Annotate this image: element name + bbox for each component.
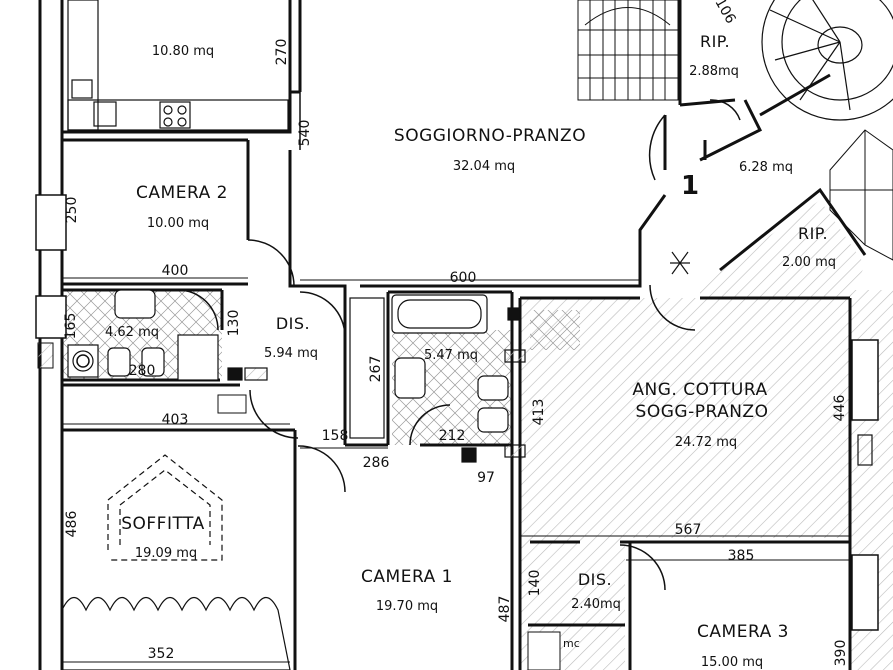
walls [38,0,867,670]
skylight [829,129,893,261]
bath-center-fixtures [349,294,873,466]
spiral-stair [761,0,893,121]
room-name-camera1: CAMERA 1 [361,567,453,587]
windows [35,194,879,631]
room-name-ang-cottura-1: ANG. COTTURA [632,380,768,400]
dim-540: 540 [297,119,313,147]
room-area-dis-bottom: 2.40mq [571,597,621,612]
dim-413: 413 [531,398,547,426]
room-name-dis-bottom: DIS. [577,570,613,589]
wc-label: mc [563,637,580,650]
dim-600: 600 [449,270,477,286]
room-area-rip-right: 2.00 mq [782,255,836,270]
room-area-soffitta: 19.09 mq [134,546,198,561]
washing-machine [76,354,90,368]
dim-487: 487 [497,595,513,623]
dim-567: 567 [674,522,702,538]
dim-267: 267 [368,355,384,383]
room-area-camera2: 10.00 mq [146,216,210,231]
dim-446: 446 [832,394,848,422]
room-name-soffitta: SOFFITTA [121,514,205,534]
dim-486: 486 [64,510,80,538]
kitchen-tiles [530,310,580,350]
room-name-dis-left: DIS. [275,314,311,333]
dim-403: 403 [161,412,189,428]
roof-edge [61,596,291,670]
room-area-bath-center: 5.47 mq [424,348,478,363]
wc-bottom [527,631,561,670]
straight-stairs [577,0,679,101]
shaft [217,394,247,414]
soffitta-outline [62,429,290,561]
room-area-camera1: 19.70 mq [375,599,439,614]
dim-130: 130 [226,309,242,337]
dim-212: 212 [438,428,466,444]
room-area-stair-landing: 6.28 mq [739,160,793,175]
room-area-top-left: 10.80 mq [151,44,215,59]
room-name-camera3: CAMERA 3 [697,622,789,642]
dim-165: 165 [63,312,79,340]
dim-385: 385 [727,548,755,564]
room-area-rip-top: 2.88mq [689,64,739,79]
room-area-soggiorno: 32.04 mq [452,159,516,174]
chimney-mark [670,251,690,275]
dim-97: 97 [477,470,495,486]
room-area-bath-left: 4.62 mq [105,325,159,340]
door-swings [177,92,741,591]
dim-270: 270 [274,38,290,66]
stair-number: 1 [680,171,700,201]
room-name-ang-cottura-2: SOGG-PRANZO [635,402,769,422]
dim-250: 250 [64,196,80,224]
room-area-dis-left: 5.94 mq [264,346,318,361]
pillar [37,342,54,369]
dim-390: 390 [833,639,849,667]
dimension-lines [62,277,850,663]
dim-280: 280 [128,363,156,379]
kitchen-counter [67,0,289,131]
dim-400: 400 [161,263,189,279]
room-name-soggiorno: SOGGIORNO-PRANZO [393,126,587,146]
room-area-ang-cottura: 24.72 mq [674,435,738,450]
room-area-camera3: 15.00 mq [700,655,764,670]
room-name-rip-right: RIP. [797,224,829,243]
dim-352: 352 [147,646,175,662]
dim-140: 140 [527,569,543,597]
dim-286: 286 [362,455,390,471]
room-name-rip-top: RIP. [699,32,731,51]
dim-158: 158 [321,428,349,444]
bath-left-fixtures [67,289,268,381]
room-name-camera2: CAMERA 2 [136,183,228,203]
